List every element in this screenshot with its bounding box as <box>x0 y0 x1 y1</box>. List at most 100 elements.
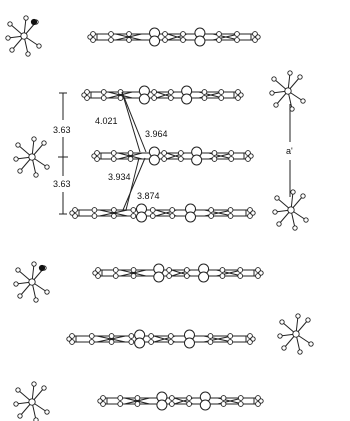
atom <box>227 333 234 339</box>
atom <box>9 47 15 53</box>
atom <box>110 156 117 162</box>
atom <box>126 31 132 37</box>
atom-large <box>138 93 150 105</box>
contact-line-4 <box>125 157 140 211</box>
atom-center <box>28 153 36 161</box>
atom <box>168 89 174 95</box>
stack-molecule-4 <box>92 263 264 283</box>
atom <box>162 31 168 37</box>
atom <box>15 142 21 148</box>
atom <box>220 401 227 407</box>
atom <box>128 333 135 339</box>
atom <box>108 333 115 339</box>
atom <box>69 210 75 216</box>
atom <box>169 213 176 219</box>
atom <box>100 95 107 101</box>
atom <box>91 153 97 159</box>
atom <box>292 225 298 231</box>
atom <box>169 207 176 213</box>
atom <box>162 37 168 43</box>
atom-center <box>20 32 28 40</box>
atom <box>281 345 287 351</box>
anion-groups <box>5 15 314 421</box>
atom <box>303 217 309 223</box>
atom <box>218 89 225 95</box>
atom <box>88 333 95 339</box>
atom <box>178 156 184 162</box>
atom <box>161 150 167 156</box>
atom <box>168 333 174 339</box>
stack-molecule-3 <box>69 203 256 223</box>
atom <box>201 95 208 101</box>
atom <box>41 385 47 391</box>
atom <box>300 98 306 104</box>
atom <box>117 89 124 95</box>
atom <box>97 398 103 404</box>
atom <box>13 156 19 162</box>
atom <box>169 395 175 401</box>
atom <box>168 339 174 345</box>
atom <box>127 150 134 156</box>
atom <box>216 31 222 37</box>
atom <box>211 150 218 156</box>
atom <box>166 267 172 273</box>
atom <box>17 413 23 419</box>
atom <box>184 273 190 279</box>
atom <box>33 172 39 178</box>
atom <box>134 401 141 407</box>
atom <box>31 261 37 267</box>
axis-label: a' <box>286 146 293 156</box>
anion-5 <box>277 313 314 355</box>
atom-large <box>198 271 210 283</box>
atom-center <box>284 87 292 95</box>
spacing-label-upper: 3.63 <box>53 125 71 135</box>
atom <box>127 156 134 162</box>
atom <box>117 95 124 101</box>
atom <box>227 207 234 213</box>
atom <box>271 76 277 82</box>
atom <box>44 289 50 295</box>
atom <box>91 207 98 213</box>
atom <box>33 417 39 421</box>
contact-line-3 <box>122 157 146 211</box>
atom <box>207 339 214 345</box>
atom <box>112 273 119 279</box>
atom <box>88 339 95 345</box>
distance-label-3964: 3.964 <box>145 129 168 139</box>
atom <box>237 267 244 273</box>
atom <box>208 207 214 213</box>
atom <box>91 213 98 219</box>
atom-center <box>287 206 295 214</box>
molecule-stacks <box>66 27 264 411</box>
contact-line-1 <box>121 91 147 153</box>
atom <box>248 153 254 159</box>
atom <box>258 270 264 276</box>
atom <box>149 207 156 213</box>
atom <box>17 168 23 174</box>
distance-label-3934: 3.934 <box>108 172 131 182</box>
atom <box>111 207 117 213</box>
atom <box>220 395 227 401</box>
atom <box>13 401 19 407</box>
atom <box>92 270 98 276</box>
atom <box>117 395 124 401</box>
atom <box>290 189 296 195</box>
atom <box>274 195 280 201</box>
atom <box>277 333 283 339</box>
atom <box>250 336 256 342</box>
atom <box>211 156 218 162</box>
atom <box>66 336 72 342</box>
anion-3 <box>272 189 309 231</box>
contact-line-2 <box>121 91 141 153</box>
anion-4 <box>13 261 50 303</box>
atom <box>44 409 50 415</box>
atom <box>237 395 244 401</box>
contact-lines <box>121 91 147 211</box>
atom <box>258 398 264 404</box>
atom-large <box>148 154 160 166</box>
stack-molecule-5 <box>66 329 256 349</box>
atom <box>15 267 21 273</box>
atom <box>305 317 311 323</box>
atom-large <box>183 337 195 349</box>
